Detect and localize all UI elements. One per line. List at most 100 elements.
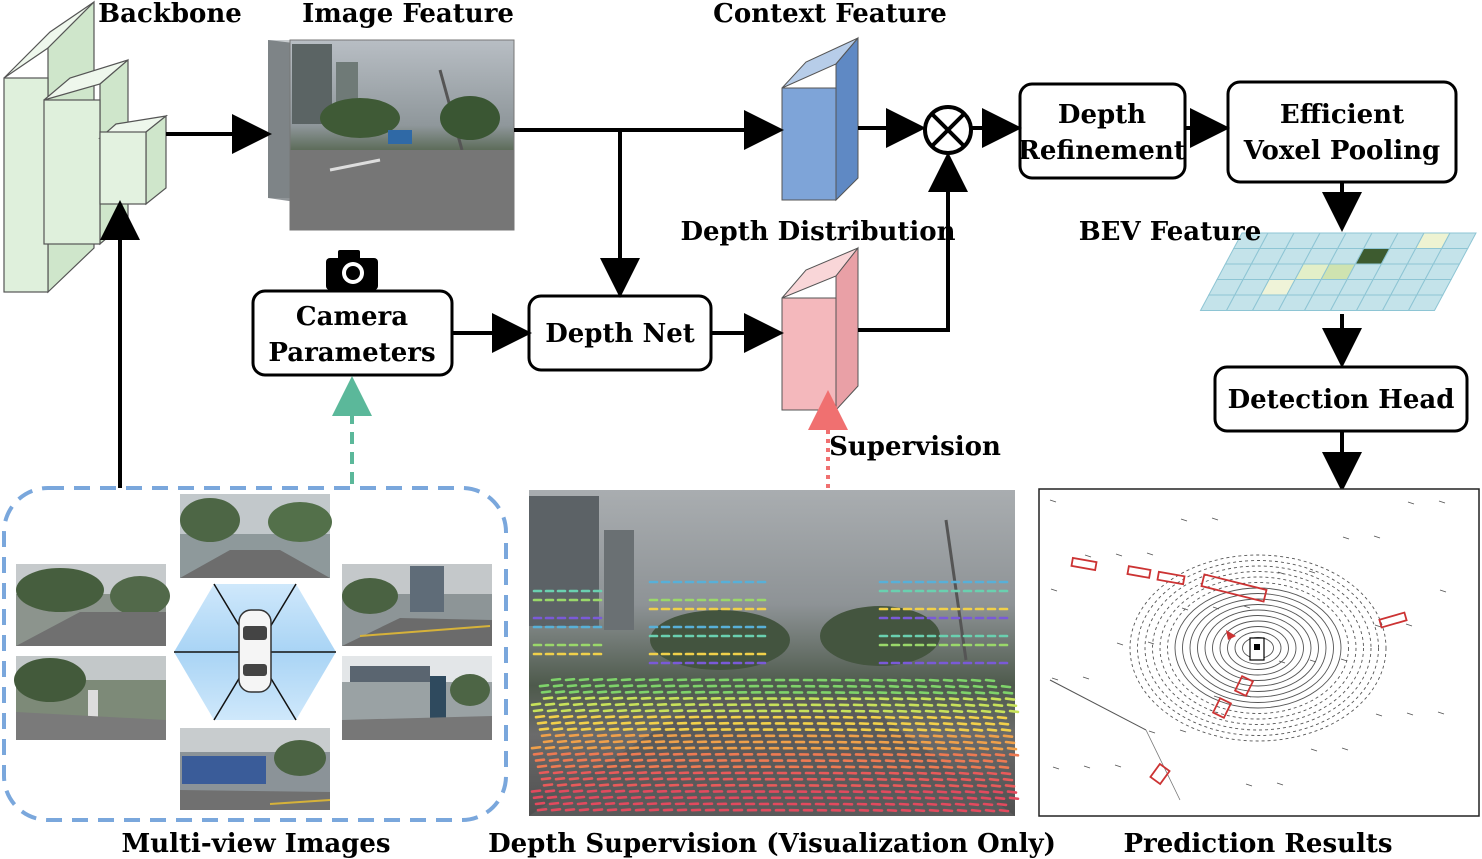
- lidar-point: [904, 734, 916, 738]
- lidar-point: [906, 784, 918, 788]
- lidar-point: [532, 752, 544, 756]
- lidar-point: [900, 765, 912, 769]
- lidar-point: [994, 796, 1006, 800]
- lidar-point: [924, 796, 936, 800]
- lidar-point: [952, 796, 964, 800]
- depth-net-label: Depth Net: [545, 319, 695, 349]
- lidar-ring: [1234, 631, 1282, 665]
- lidar-point: [954, 802, 966, 807]
- lidar-scatter: [1082, 676, 1090, 680]
- lidar-point: [920, 740, 932, 744]
- lidar-point: [542, 696, 554, 700]
- lidar-scatter: [1407, 501, 1415, 505]
- lidar-point: [916, 684, 928, 689]
- lidar-point: [936, 703, 948, 707]
- lidar-point: [1000, 771, 1012, 776]
- lidar-point: [554, 733, 566, 738]
- lidar-point: [994, 709, 1006, 714]
- lidar-point: [612, 783, 624, 787]
- lidar-scatter: [1083, 765, 1091, 769]
- lidar-point: [636, 727, 648, 731]
- lidar-point: [930, 771, 942, 775]
- lidar-point: [542, 783, 554, 787]
- camera-icon: [326, 250, 378, 290]
- lidar-point: [964, 703, 976, 707]
- lidar-point: [922, 746, 934, 751]
- lidar-scatter: [1308, 570, 1316, 574]
- lidar-point: [966, 709, 978, 714]
- camera-parameters-box: Camera Parameters: [251, 289, 454, 377]
- lidar-point: [608, 771, 620, 775]
- lidar-point: [966, 753, 978, 757]
- lidar-point: [984, 678, 996, 683]
- lidar-point: [922, 703, 934, 707]
- lidar-point: [590, 758, 602, 762]
- lidar-point: [928, 678, 940, 682]
- lidar-ring: [1137, 560, 1379, 736]
- lidar-point: [896, 796, 908, 800]
- lidar-point: [576, 715, 588, 719]
- lidar-point: [560, 752, 572, 756]
- lidar-point: [918, 777, 930, 782]
- lidar-point: [568, 777, 580, 781]
- lidar-scatter: [1049, 499, 1057, 503]
- lidar-scatter: [1212, 606, 1220, 610]
- lidar-point: [914, 678, 926, 682]
- lidar-point: [602, 795, 614, 800]
- camera-view-back-right: [342, 656, 492, 740]
- lidar-point: [624, 777, 636, 781]
- lidar-point: [604, 758, 616, 762]
- lidar-point: [972, 684, 984, 689]
- lidar-point: [566, 727, 578, 731]
- lidar-point: [618, 802, 630, 806]
- depth-refinement-line-1: Depth: [1058, 100, 1146, 130]
- lidar-point: [552, 727, 564, 731]
- lidar-point: [994, 753, 1006, 757]
- backbone-blocks: [3, 0, 169, 294]
- lidar-scatter: [1276, 782, 1284, 786]
- lidar-point: [1006, 790, 1018, 794]
- lidar-point: [614, 789, 626, 793]
- lidar-point: [980, 709, 992, 714]
- lidar-point: [632, 802, 644, 806]
- lidar-scatter: [1051, 677, 1059, 681]
- lidar-point: [554, 690, 566, 694]
- lidar-scatter: [1342, 536, 1350, 540]
- lidar-point: [986, 684, 998, 689]
- lidar-point: [532, 795, 544, 800]
- lidar-point: [608, 684, 620, 688]
- lidar-point: [968, 802, 980, 807]
- lidar-point: [534, 758, 546, 762]
- lidar-scatter: [1211, 517, 1219, 521]
- lidar-point: [622, 771, 634, 775]
- lidar-point: [632, 758, 644, 762]
- lidar-point: [616, 752, 628, 756]
- lidar-point: [576, 801, 588, 806]
- lidar-point: [558, 702, 570, 707]
- depth-distribution-label: Depth Distribution: [680, 217, 955, 247]
- supervision-label: Supervision: [829, 432, 1001, 462]
- lidar-point: [552, 770, 564, 775]
- lidar-point: [982, 715, 994, 720]
- lidar-point: [956, 765, 968, 769]
- depth-refinement-box: Depth Refinement: [1018, 82, 1187, 180]
- lidar-point: [636, 684, 648, 688]
- lidar-point: [962, 740, 974, 745]
- lidar-point: [644, 795, 656, 800]
- lidar-point: [946, 734, 958, 738]
- lidar-point: [1006, 746, 1018, 751]
- lidar-point: [606, 678, 618, 682]
- lidar-point: [940, 759, 952, 763]
- lidar-scatter: [1277, 571, 1285, 575]
- lidar-point: [958, 728, 970, 732]
- lidar-point: [988, 777, 1000, 782]
- lidar-point: [996, 715, 1008, 720]
- depth-net-box: Depth Net: [527, 294, 713, 372]
- lidar-point: [604, 715, 616, 719]
- lidar-point: [548, 801, 560, 806]
- lidar-point: [950, 746, 962, 751]
- lidar-point: [922, 790, 934, 794]
- lidar-point: [960, 691, 972, 695]
- lidar-point: [566, 770, 578, 775]
- lidar-point: [972, 771, 984, 776]
